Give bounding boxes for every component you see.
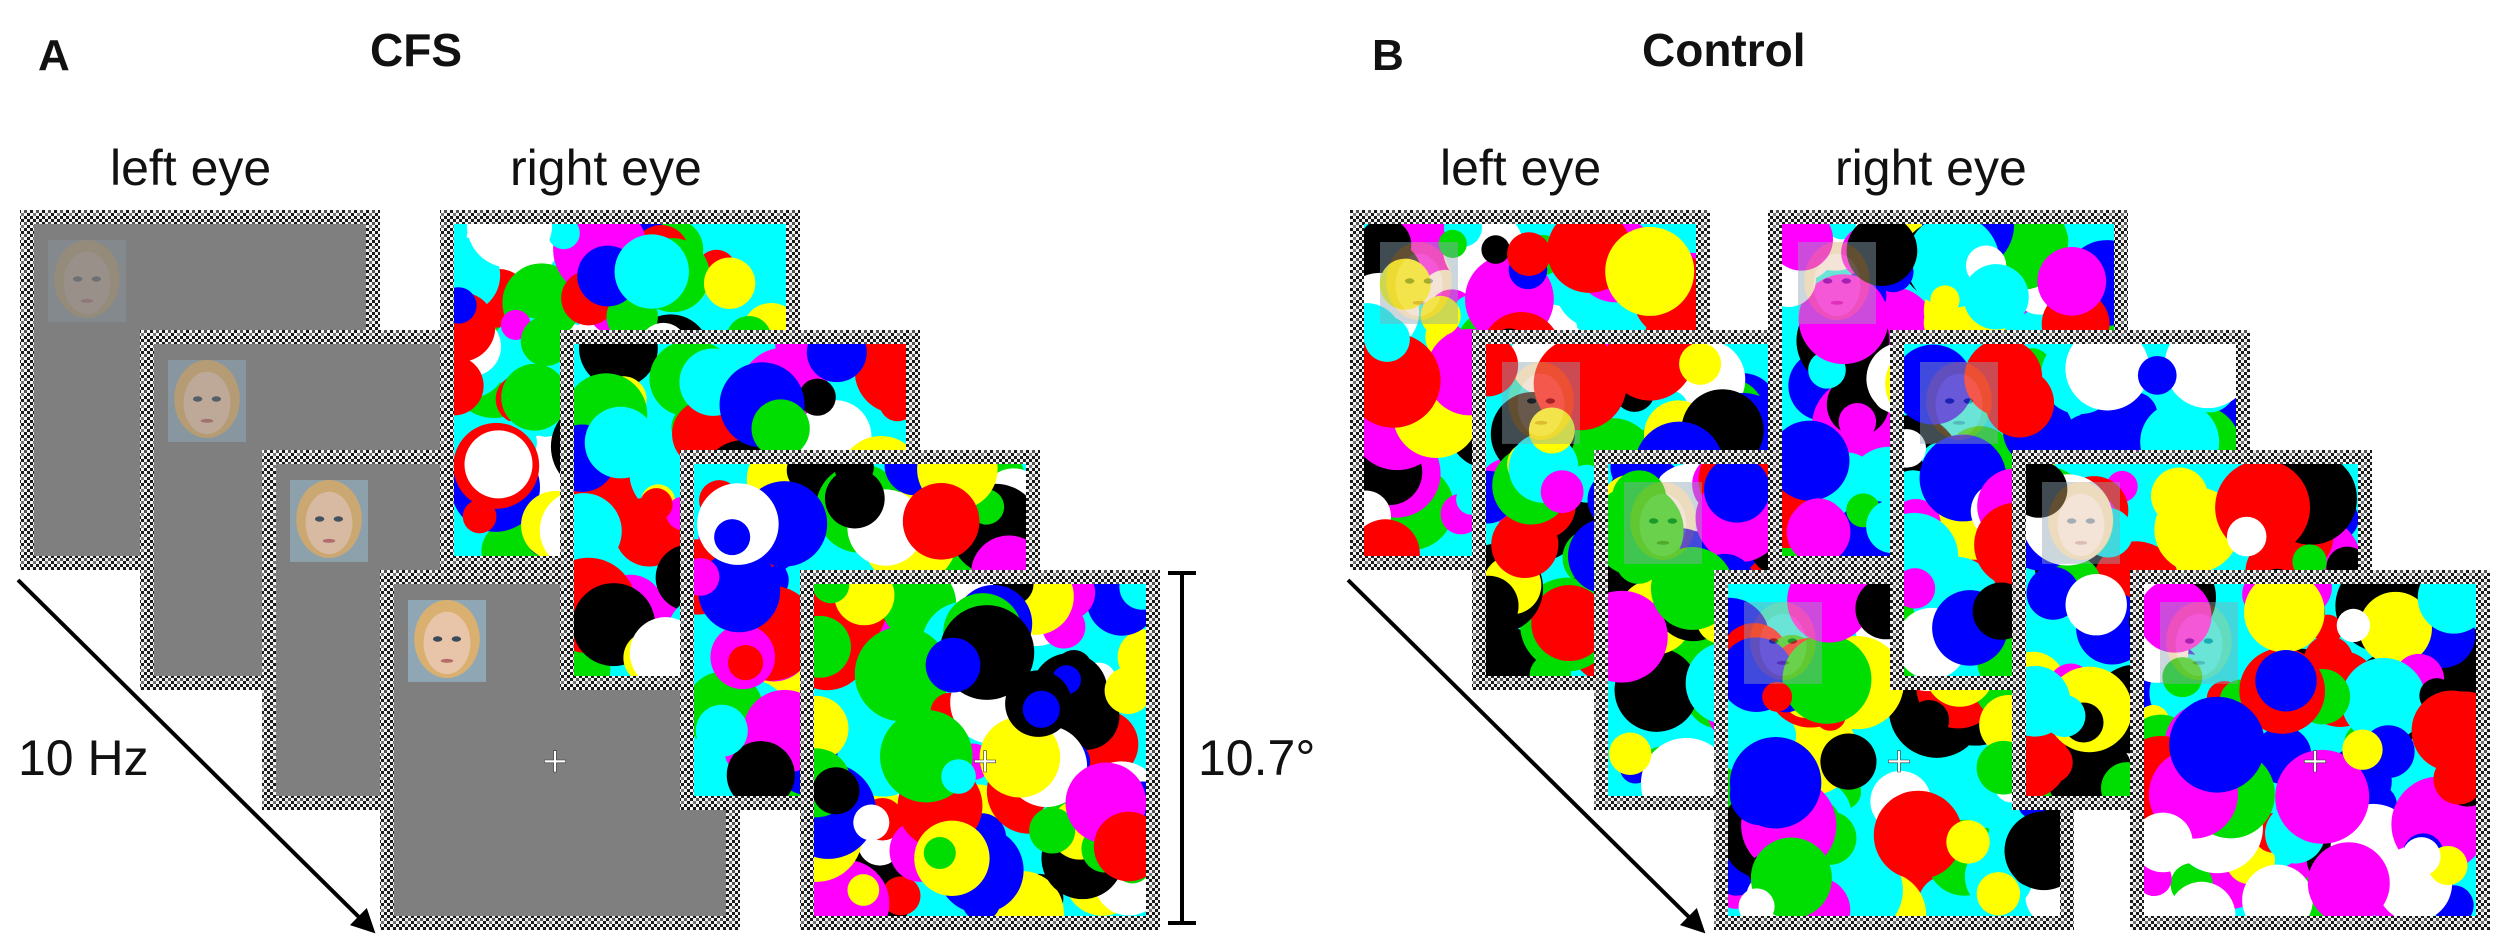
panel-a-size-label: 10.7° xyxy=(1198,730,1315,786)
panel-b-left-eye-label: left eye xyxy=(1440,140,1601,196)
blended-face-stimulus xyxy=(1798,242,1876,324)
panel-a-right-eye-label: right eye xyxy=(510,140,702,196)
fixation-cross: + xyxy=(1885,741,1914,781)
blended-face-stimulus xyxy=(1624,482,1702,564)
panel-b-right-eye-label: right eye xyxy=(1835,140,2027,196)
fixation-cross: + xyxy=(2301,741,2330,781)
face-stimulus xyxy=(290,480,368,562)
panel-b-letter: B xyxy=(1372,31,1404,80)
face-stimulus xyxy=(408,600,486,682)
blended-face-stimulus xyxy=(1920,362,1998,444)
blended-face-stimulus xyxy=(2042,482,2120,564)
panel-a-rate-label: 10 Hz xyxy=(18,730,149,786)
mondrian-face-blend-frame: + xyxy=(2106,554,2500,950)
face-stimulus xyxy=(48,240,126,322)
panel-b-title: Control xyxy=(1642,24,1806,76)
panel-a-letter: A xyxy=(38,31,70,80)
fixation-cross: + xyxy=(971,741,1000,781)
fixation-cross: + xyxy=(541,741,570,781)
blended-face-stimulus xyxy=(1744,602,1822,684)
face-stimulus xyxy=(168,360,246,442)
blended-face-stimulus xyxy=(2160,602,2238,684)
mondrian-mask-frame-front: + xyxy=(770,558,1179,950)
panel-a-title: CFS xyxy=(370,24,462,76)
panel-a-size-bracket xyxy=(1168,573,1196,923)
blended-face-stimulus xyxy=(1502,362,1580,444)
blended-face-stimulus xyxy=(1380,242,1458,324)
panel-a-left-eye-label: left eye xyxy=(110,140,271,196)
